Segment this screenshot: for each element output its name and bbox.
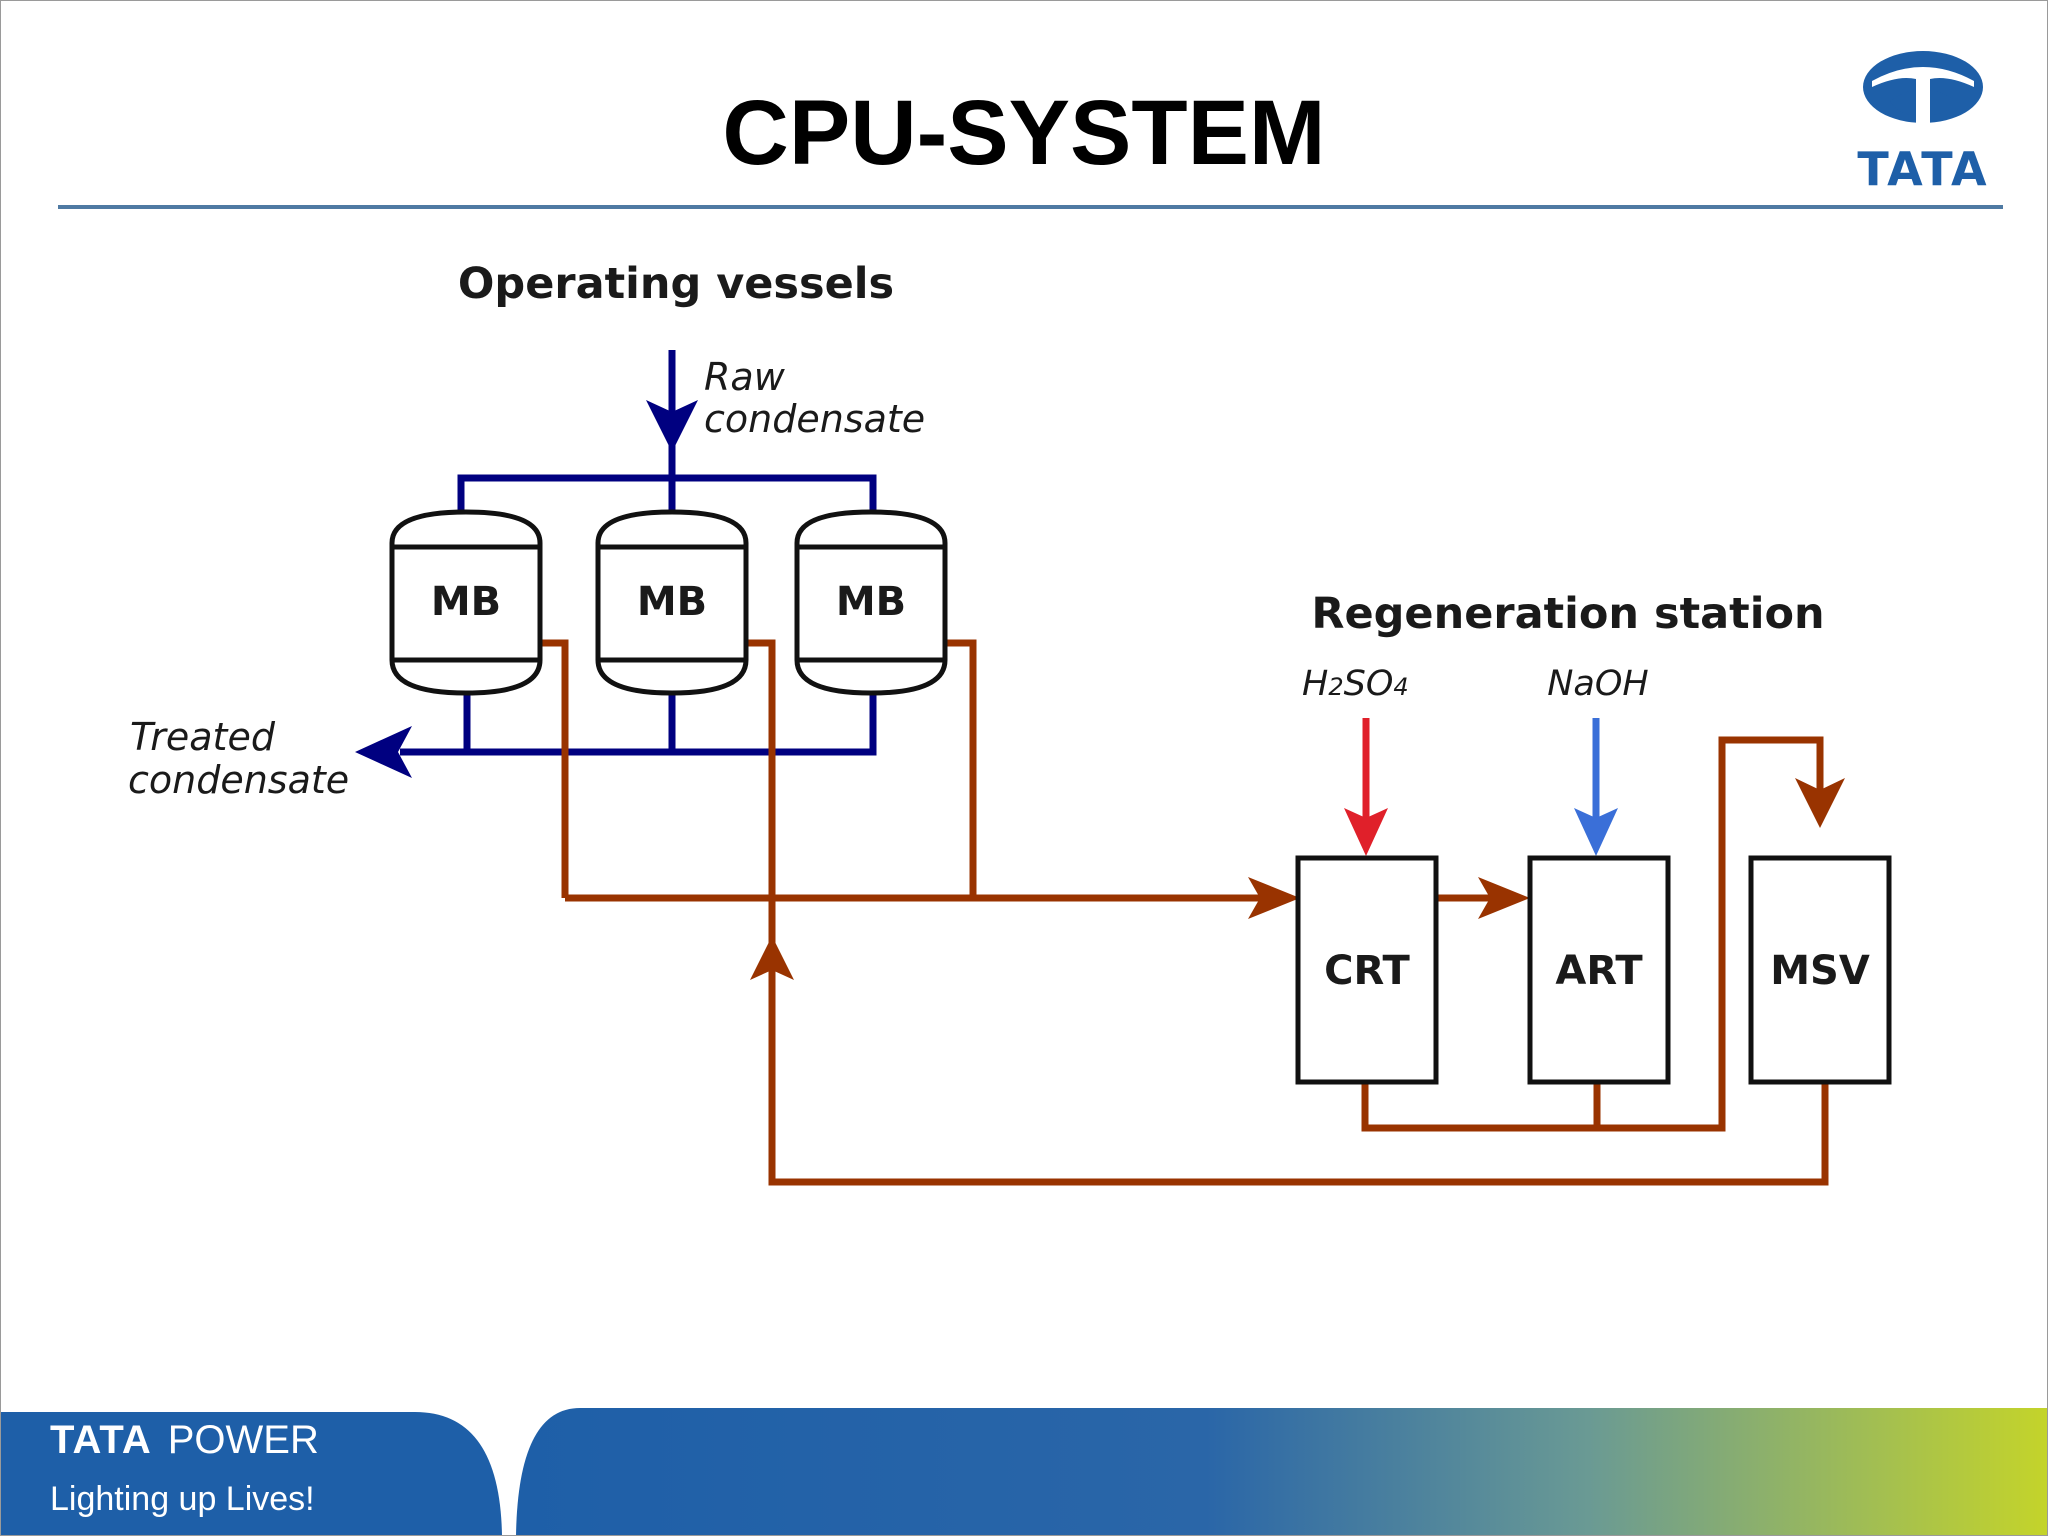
condensate-piping xyxy=(400,350,877,756)
crt-tank xyxy=(1295,855,1439,1085)
acid-feed xyxy=(1344,718,1388,856)
crt-label: CRT xyxy=(1324,948,1410,994)
resin-out-mb1 xyxy=(540,639,569,898)
treated-condensate-label-line1: Treated xyxy=(130,715,276,759)
resin-out-mb3 xyxy=(945,639,977,898)
msv-feed-line xyxy=(1597,736,1824,1132)
mb-vessel-label: MB xyxy=(637,579,707,625)
slide-title: CPU-SYSTEM xyxy=(722,82,1326,184)
regen-bottom-header xyxy=(1361,1082,1601,1132)
naoh-label: NaOH xyxy=(1547,664,1649,704)
inlet-header xyxy=(457,474,877,515)
mb-vessel-label: MB xyxy=(431,579,501,625)
treated-condensate-arrowhead xyxy=(355,726,412,778)
mb-vessel xyxy=(595,509,749,696)
footer-banner xyxy=(0,1408,2048,1536)
caustic-arrowhead xyxy=(1574,808,1618,856)
mb-vessel xyxy=(794,509,948,696)
mb-vessel-label: MB xyxy=(836,579,906,625)
msv-tank xyxy=(1748,855,1892,1085)
mb-vessel xyxy=(389,509,543,696)
footer-brand-power: POWER xyxy=(167,1418,319,1462)
acid-arrowhead xyxy=(1344,808,1388,856)
title-rule xyxy=(58,205,2003,209)
art-label: ART xyxy=(1555,948,1643,994)
msv-label: MSV xyxy=(1770,948,1870,994)
resin-transfer-piping xyxy=(540,639,1829,1186)
footer-left-panel xyxy=(0,1412,502,1536)
caustic-feed xyxy=(1574,718,1618,856)
return-up-arrowhead xyxy=(750,936,794,980)
operating-vessels-heading: Operating vessels xyxy=(458,259,894,309)
footer-brand: TATA POWER xyxy=(50,1418,319,1463)
footer-right-panel xyxy=(516,1408,2048,1536)
msv-inlet-arrowhead xyxy=(1795,778,1845,828)
tata-logo: TATA xyxy=(1857,51,1988,195)
treated-condensate-label-line2: condensate xyxy=(128,758,349,802)
raw-condensate-label-line2: condensate xyxy=(704,397,925,441)
tata-emblem-icon xyxy=(1863,51,1983,123)
crt-inlet-arrowhead xyxy=(1248,877,1300,919)
mb2-return-line xyxy=(746,639,1829,1186)
tata-logo-wordmark: TATA xyxy=(1857,142,1988,195)
raw-condensate-label-line1: Raw xyxy=(704,355,786,399)
h2so4-label: H2SO4 xyxy=(1302,664,1409,704)
art-tank xyxy=(1527,855,1671,1085)
regeneration-station-heading: Regeneration station xyxy=(1311,589,1824,639)
footer-brand-tata: TATA xyxy=(50,1418,152,1462)
raw-condensate-arrowhead xyxy=(646,400,698,452)
footer-tagline: Lighting up Lives! xyxy=(50,1480,315,1518)
art-inlet-arrowhead xyxy=(1478,877,1530,919)
